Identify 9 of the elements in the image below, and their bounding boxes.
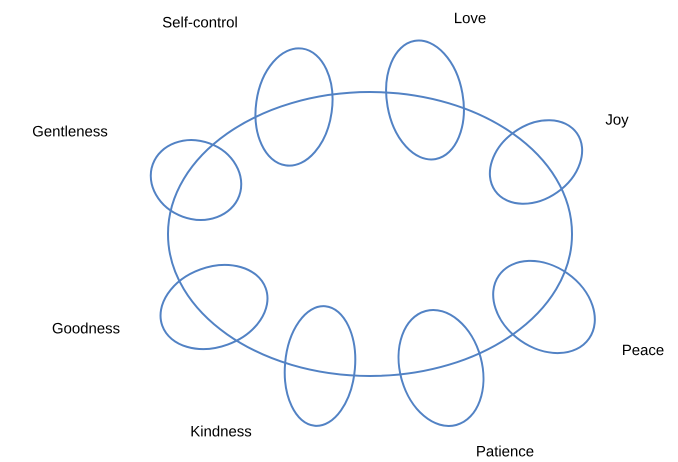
ellipse-label: Peace (623, 344, 664, 356)
ellipse-label: Patience (477, 446, 534, 456)
ellipse-label: Love (455, 12, 486, 24)
ellipse-label: Kindness (192, 426, 252, 436)
ellipse-label: Self-control (162, 16, 237, 28)
ellipse-label: Joy (606, 114, 629, 128)
ellipse-label: Gentleness (32, 126, 108, 136)
ellipse-label: Goodness (52, 322, 120, 334)
ring-ellipse (167, 91, 573, 377)
